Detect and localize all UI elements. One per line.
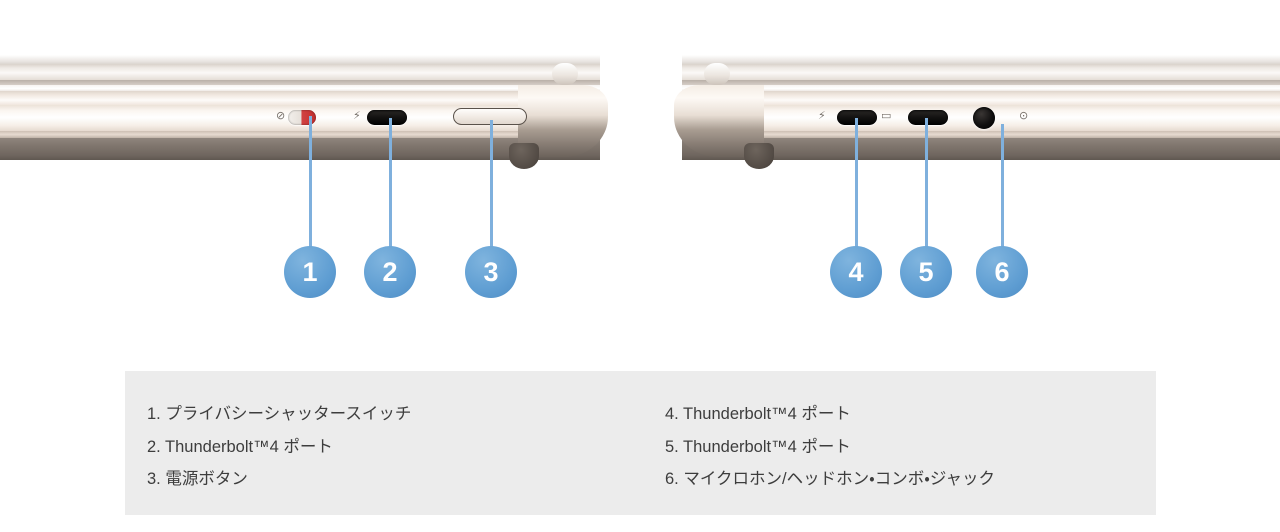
lid-edge	[0, 64, 600, 80]
legend-item: 2. Thunderbolt™4 ポート	[147, 437, 333, 456]
callout-bubble-1[interactable]: 1	[284, 246, 336, 298]
callout-bubble-3[interactable]: 3	[465, 246, 517, 298]
lid-top-edge	[682, 55, 1280, 64]
base-bevel	[0, 131, 600, 138]
camera-off-icon: ⊘	[276, 110, 286, 122]
leader-line-2	[389, 118, 392, 254]
callout-bubble-5[interactable]: 5	[900, 246, 952, 298]
legend-column-left: 1. プライバシーシャッタースイッチ 2. Thunderbolt™4 ポート …	[125, 371, 641, 515]
base-bevel	[682, 131, 1280, 138]
lid-shadow	[682, 80, 1280, 85]
callout-bubble-2[interactable]: 2	[364, 246, 416, 298]
callout-bubble-6[interactable]: 6	[976, 246, 1028, 298]
thunderbolt-port-5[interactable]	[908, 110, 948, 125]
legend-item: 5. Thunderbolt™4 ポート	[665, 437, 851, 456]
hinge-nub	[552, 63, 578, 85]
hinge-nub	[704, 63, 730, 85]
legend-column-right: 4. Thunderbolt™4 ポート 5. Thunderbolt™4 ポー…	[641, 371, 1156, 515]
lid-edge	[682, 64, 1280, 80]
legend-item: 3. 電源ボタン	[147, 470, 248, 488]
lid-shadow	[0, 80, 600, 85]
base-underbody	[682, 138, 1280, 160]
leader-line-3	[490, 120, 493, 254]
legend-panel: 1. プライバシーシャッタースイッチ 2. Thunderbolt™4 ポート …	[125, 371, 1156, 515]
leader-line-6	[1001, 124, 1004, 254]
base-top-surface	[0, 91, 600, 105]
legend-item: 6. マイクロホン/ヘッドホン・コンボ・ジャック	[665, 470, 995, 488]
lid-base-seam	[682, 85, 1280, 91]
leader-line-5	[925, 118, 928, 254]
thunderbolt-port-2[interactable]	[367, 110, 407, 125]
headphone-icon: ⊙	[1019, 110, 1029, 122]
leader-line-1	[309, 116, 312, 254]
rubber-foot	[744, 143, 774, 169]
rubber-foot	[509, 143, 539, 169]
laptop-right-side-view: ⚡ ▭ ⚡ ⊙	[674, 55, 1280, 169]
legend-item: 4. Thunderbolt™4 ポート	[665, 405, 851, 423]
headphone-jack[interactable]	[973, 107, 995, 129]
legend-item: 1. プライバシーシャッタースイッチ	[147, 405, 412, 423]
base-top-surface	[682, 91, 1280, 105]
callout-bubble-4[interactable]: 4	[830, 246, 882, 298]
thunderbolt-icon: ⚡	[353, 110, 361, 122]
laptop-left-side-view: ⊘ ⚡	[0, 55, 608, 169]
base-underbody	[0, 138, 600, 160]
lid-top-edge	[0, 55, 600, 64]
thunderbolt-icon: ⚡	[818, 110, 826, 122]
display-out-icon: ▭	[881, 110, 892, 122]
leader-line-4	[855, 118, 858, 254]
thunderbolt-port-4[interactable]	[837, 110, 877, 125]
lid-base-seam	[0, 85, 600, 91]
